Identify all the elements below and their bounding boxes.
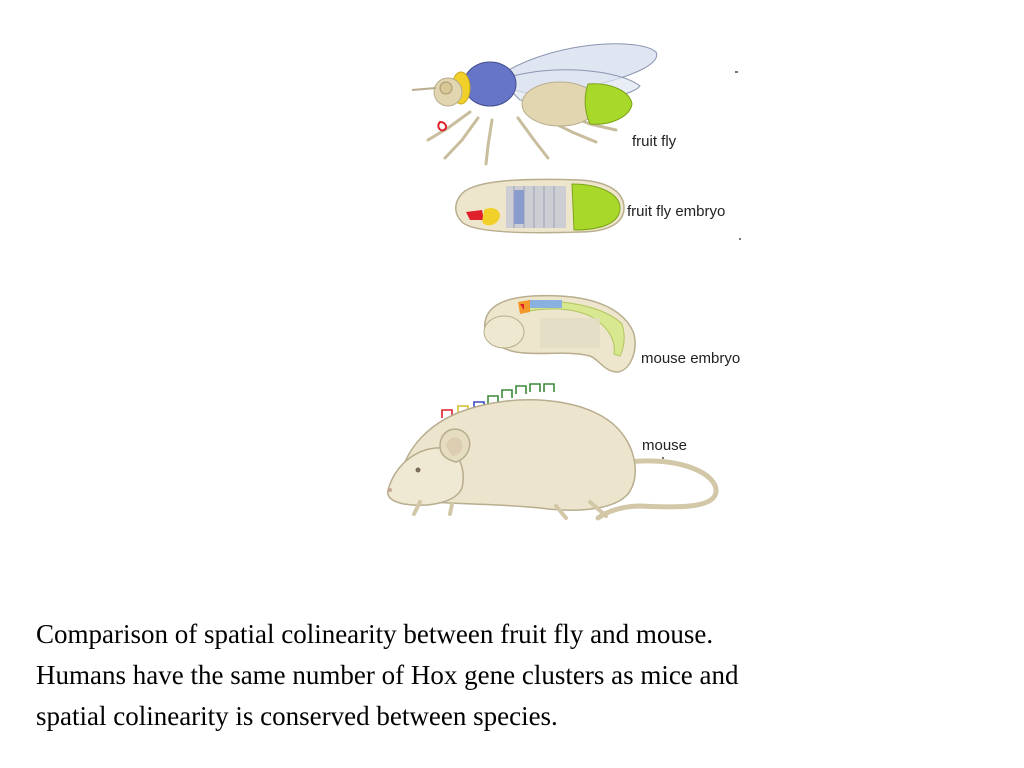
caption-line-3: spatial colinearity is conserved between… [36, 701, 558, 731]
fruit-fly-embryo-icon [455, 178, 625, 234]
mouse-embryo-icon [483, 294, 636, 373]
fruit-fly-label: fruit fly [632, 133, 677, 150]
figure-caption: Comparison of spatial colinearity betwee… [36, 614, 996, 737]
mouse-label: mouse [642, 437, 687, 454]
fruit-fly-icon [411, 43, 658, 166]
artifact-dots [662, 71, 741, 459]
caption-line-1: Comparison of spatial colinearity betwee… [36, 619, 714, 649]
fruit-fly-embryo-label: fruit fly embryo [627, 203, 725, 220]
mouse-icon [386, 383, 719, 521]
caption-line-2: Humans have the same number of Hox gene … [36, 660, 739, 690]
mouse-embryo-label: mouse embryo [641, 350, 740, 367]
hox-colinearity-figure: fruit fly fruit fly embryo mouse emb [386, 43, 741, 521]
